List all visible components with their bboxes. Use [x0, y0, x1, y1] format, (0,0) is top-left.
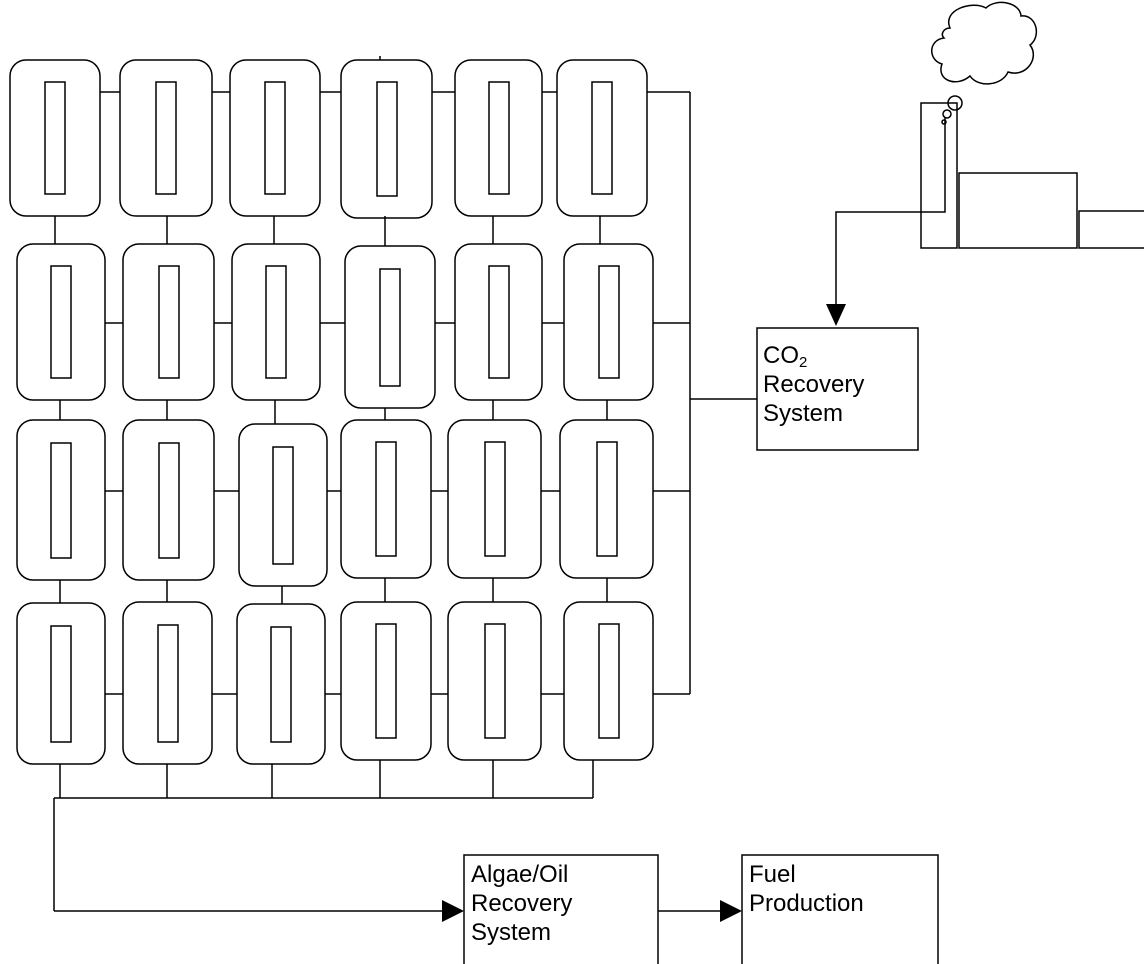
reactor-tube	[158, 265, 180, 379]
reactor-tube	[484, 623, 506, 739]
photobioreactor-unit	[563, 243, 654, 401]
reactor-tube	[488, 81, 510, 195]
photobioreactor-unit	[16, 602, 106, 765]
photobioreactor-unit	[16, 419, 106, 581]
reactor-tube	[158, 442, 180, 559]
algae-oil-recovery-box	[463, 854, 659, 964]
reactor-tube	[484, 441, 506, 557]
algae-label-line2: Recovery	[471, 890, 573, 917]
harvest-bus	[53, 760, 594, 912]
co2-recovery-box	[756, 327, 919, 451]
reactor-tube	[488, 265, 510, 379]
smokestack-icon	[920, 102, 958, 249]
reactor-tube	[598, 265, 620, 379]
reactor-tube	[157, 624, 179, 743]
arrowheads	[442, 304, 846, 922]
co2-label-line3: System	[763, 400, 844, 427]
reactor-tube	[155, 81, 177, 195]
photobioreactor-unit	[454, 59, 543, 217]
reactor-tube	[50, 625, 72, 743]
reactor-tube	[50, 265, 72, 379]
photobioreactor-unit	[122, 419, 215, 581]
reactor-tube	[44, 81, 66, 195]
photobioreactor-unit	[122, 243, 215, 401]
photobioreactor-unit	[344, 245, 436, 409]
co2-recovery-label: CO2 Recovery System	[763, 341, 864, 428]
photobioreactor-unit	[122, 601, 213, 765]
reactor-tube	[272, 446, 294, 565]
smoke-cloud-icon	[931, 1, 1038, 125]
photobioreactor-unit	[563, 601, 654, 761]
photobioreactor-unit	[119, 59, 213, 217]
fuel-production-label: Fuel Production	[749, 860, 864, 918]
reactor-tube	[265, 265, 287, 379]
reactor-tube	[376, 81, 398, 197]
arrow-right-icon	[442, 900, 464, 922]
reactor-tube	[379, 268, 401, 387]
co2-prefix: CO	[763, 342, 799, 369]
reactor-grid	[9, 59, 654, 765]
photobioreactor-unit	[454, 243, 543, 401]
reactor-tube	[598, 623, 620, 739]
arrow-right-icon	[720, 900, 742, 922]
reactor-tube	[596, 441, 618, 557]
fuel-label-line1: Fuel	[749, 861, 796, 888]
photobioreactor-unit	[447, 601, 542, 761]
reactor-tube	[50, 442, 72, 559]
reactor-tube	[264, 81, 286, 195]
reactor-tube	[270, 626, 292, 743]
flue-gas-flow	[835, 117, 946, 305]
co2-label-line2: Recovery	[763, 371, 865, 398]
photobioreactor-unit	[16, 243, 106, 401]
photobioreactor-unit	[231, 243, 321, 401]
photobioreactor-unit	[238, 423, 328, 587]
photobioreactor-unit	[559, 419, 654, 579]
photobioreactor-unit	[229, 59, 321, 217]
power-plant-icon	[920, 102, 1144, 249]
arrow-down-icon	[826, 304, 846, 326]
row-connectors	[100, 91, 690, 695]
photobioreactor-unit	[340, 601, 432, 761]
photobioreactor-unit	[340, 59, 433, 219]
reactor-tube	[375, 623, 397, 739]
column-connectors	[54, 56, 608, 604]
reactor-tube	[591, 81, 613, 195]
co2-label-line1: CO2	[763, 341, 864, 370]
photobioreactor-unit	[340, 419, 432, 579]
photobioreactor-unit	[9, 59, 101, 217]
photobioreactor-unit	[236, 603, 326, 765]
fuel-production-box	[741, 854, 939, 964]
co2-supply-bus	[689, 92, 757, 694]
photobioreactor-unit	[556, 59, 648, 217]
co2-subscript: 2	[799, 354, 808, 371]
fuel-label-line2: Production	[749, 890, 864, 917]
photobioreactor-unit	[447, 419, 542, 579]
algae-label-line1: Algae/Oil	[471, 861, 569, 888]
algae-oil-recovery-label: Algae/Oil Recovery System	[471, 860, 572, 947]
reactor-tube	[375, 441, 397, 557]
algae-label-line3: System	[471, 919, 552, 946]
